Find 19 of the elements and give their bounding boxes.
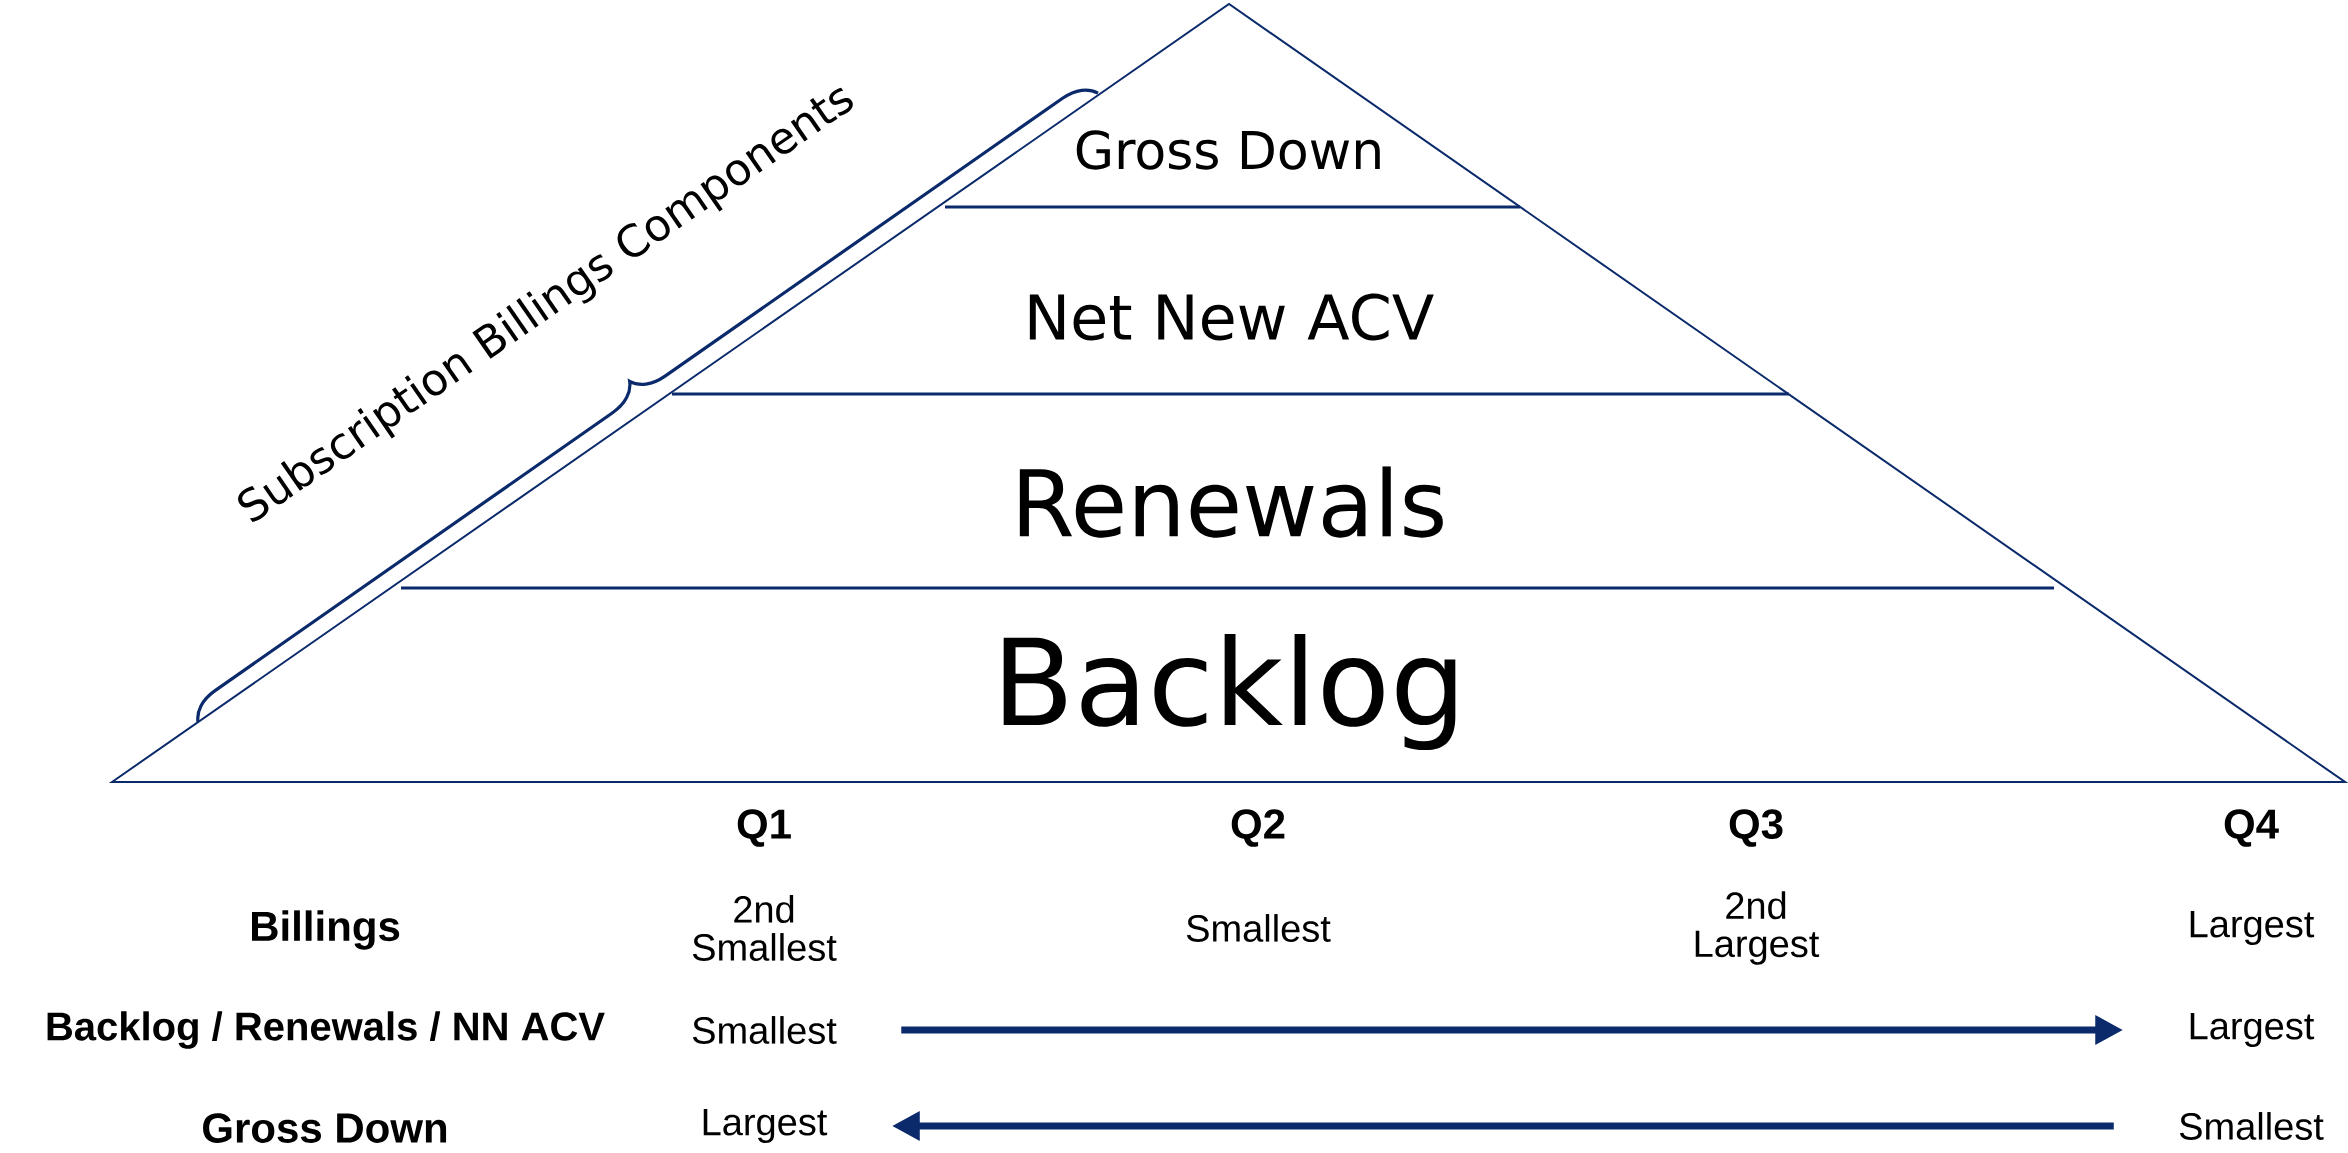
column-header: Q4 [2224,809,2279,847]
row-header: Billings [252,910,400,950]
table-cell: Smallest [692,1016,837,1044]
column-header: Q3 [1729,809,1783,847]
table-cell: Largest [2190,911,2315,945]
table-cell: Smallest [1186,914,1331,942]
table-cell: Largest [703,1109,828,1143]
row-header: Gross Down [203,1113,447,1143]
table-cell: Smallest [2179,1112,2324,1140]
pyramid-layer: Backlog [1003,633,1456,751]
row-header: Backlog / Renewals / NN ACV [47,1011,605,1049]
pyramid-layer: Net New ACV [1029,293,1434,341]
table-cell: Largest [2190,1013,2315,1047]
pyramid-layer: Gross Down [1076,130,1380,170]
column-header: Q1 [737,809,791,847]
column-header: Q2 [1231,809,1285,847]
table-cell: 2nd Smallest [692,895,837,961]
pyramid-layer: Renewals [1019,466,1443,538]
table-cell: 2nd Largest [1695,891,1820,965]
